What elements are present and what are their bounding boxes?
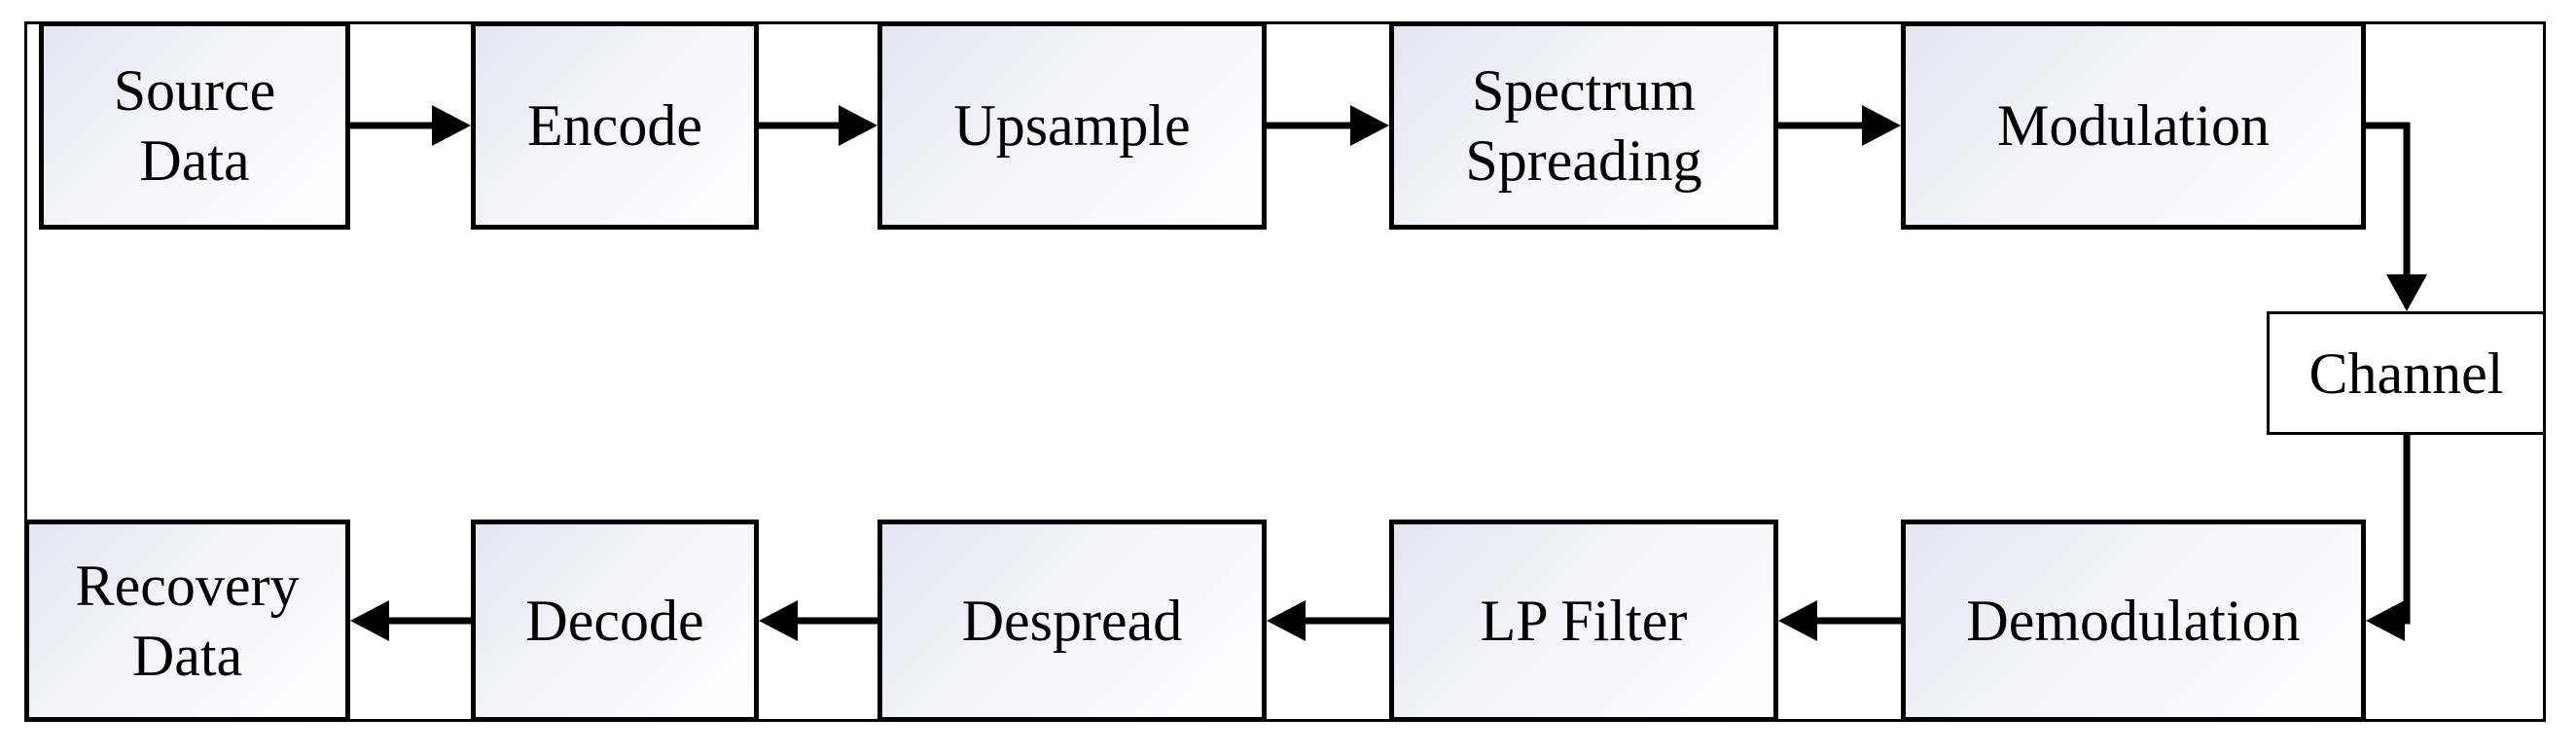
modulation-block: Modulation — [1901, 21, 2366, 230]
upsample-block: Upsample — [877, 21, 1267, 230]
despread-block: Despread — [877, 520, 1267, 722]
recovery-data-block: Recovery Data — [24, 520, 350, 722]
demodulation-block: Demodulation — [1901, 520, 2366, 722]
decode-block: Decode — [471, 520, 759, 722]
spectrum-spreading-block: Spectrum Spreading — [1389, 21, 1778, 230]
lp-filter-block: LP Filter — [1389, 520, 1778, 722]
channel-block: Channel — [2267, 311, 2546, 435]
encode-block: Encode — [471, 21, 759, 230]
source-data-block: Source Data — [39, 21, 350, 230]
